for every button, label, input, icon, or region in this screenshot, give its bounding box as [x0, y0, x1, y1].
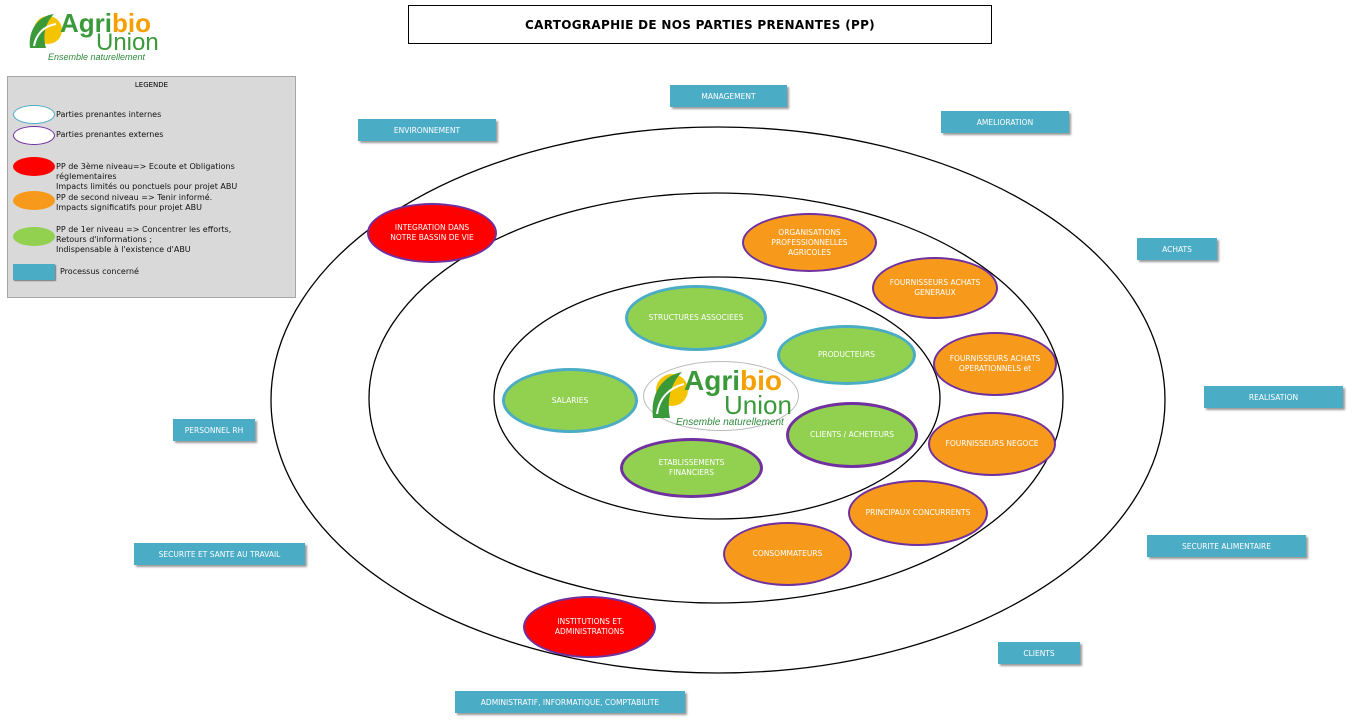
- stakeholder-structures: STRUCTURES ASSOCIEES: [625, 285, 767, 351]
- stakeholder-fournisseurs-generaux: FOURNISSEURS ACHATS GENERAUX: [872, 257, 998, 319]
- process-administratif: ADMINISTRATIF, INFORMATIQUE, COMPTABILIT…: [455, 691, 685, 713]
- legend-label: PP de 1er niveau => Concentrer les effor…: [56, 225, 232, 254]
- inner-ring: [493, 276, 941, 520]
- stakeholder-fournisseurs-operationnels: FOURNISSEURS ACHATS OPERATIONNELS et: [933, 332, 1057, 396]
- legend-swatch-process: [13, 264, 55, 280]
- stakeholder-clients-acheteurs: CLIENTS / ACHETEURS: [786, 402, 918, 468]
- center-logo-tagline: Ensemble naturellement: [676, 417, 784, 428]
- stakeholder-concurrents: PRINCIPAUX CONCURRENTS: [848, 480, 988, 546]
- process-environnement: ENVIRONNEMENT: [358, 119, 496, 141]
- center-logo-wordmark: Agribio: [684, 365, 782, 396]
- process-amelioration: AMELIORATION: [941, 111, 1069, 133]
- legend-label: PP de second niveau => Tenir informé. Im…: [56, 193, 213, 212]
- page-title: CARTOGRAPHIE DE NOS PARTIES PRENANTES (P…: [408, 5, 992, 44]
- legend-label: PP de 3ème niveau=> Ecoute et Obligation…: [56, 162, 238, 191]
- center-logo-union: Union: [724, 390, 792, 420]
- leaf-sun-icon: [29, 14, 62, 48]
- process-realisation: REALISATION: [1204, 386, 1343, 408]
- process-securite-alimentaire: SECURITE ALIMENTAIRE: [1147, 535, 1306, 557]
- legend-swatch-level2: [13, 191, 55, 210]
- legend-title: LEGENDE: [134, 81, 169, 89]
- logo-union: Union: [96, 29, 159, 56]
- process-achats: ACHATS: [1137, 238, 1217, 260]
- legend-label: Parties prenantes internes: [56, 110, 162, 119]
- process-clients: CLIENTS: [998, 642, 1080, 664]
- stakeholder-producteurs: PRODUCTEURS: [777, 325, 916, 385]
- stakeholder-etablissements: ETABLISSEMENTS FINANCIERS: [620, 438, 763, 498]
- legend-label: Parties prenantes externes: [56, 130, 164, 139]
- middle-ring: [368, 192, 1064, 604]
- legend: LEGENDE Parties prenantes internes Parti…: [7, 76, 296, 298]
- outer-ring: [270, 126, 1166, 674]
- stakeholder-consommateurs: CONSOMMATEURS: [723, 522, 852, 586]
- logo-wordmark: Agribio: [60, 8, 151, 38]
- leaf-sun-icon: [652, 372, 688, 418]
- legend-label: Processus concerné: [60, 267, 139, 276]
- process-management: MANAGEMENT: [670, 85, 787, 107]
- stakeholder-organisations: ORGANISATIONS PROFESSIONNELLES AGRICOLES: [742, 213, 877, 272]
- legend-swatch-level1: [13, 227, 55, 246]
- stakeholder-salaries: SALARIES: [502, 368, 638, 433]
- stakeholder-integration: INTEGRATION DANS NOTRE BASSIN DE VIE: [367, 203, 497, 263]
- center-logo: Agribio Union Ensemble naturellement: [643, 361, 799, 431]
- stakeholder-fournisseurs-negoce: FOURNISSEURS NEGOCE: [928, 412, 1056, 476]
- agribio-logo: Agribio Union Ensemble naturellement: [20, 4, 170, 64]
- process-personnel: PERSONNEL RH: [173, 419, 255, 441]
- legend-swatch-level3: [13, 157, 55, 176]
- process-securite-travail: SECURITE ET SANTE AU TRAVAIL: [134, 543, 305, 565]
- legend-swatch-external: [13, 126, 55, 145]
- stakeholder-institutions: INSTITUTIONS ET ADMINISTRATIONS: [523, 596, 656, 658]
- legend-swatch-internal: [13, 105, 55, 124]
- logo-tagline: Ensemble naturellement: [48, 52, 146, 62]
